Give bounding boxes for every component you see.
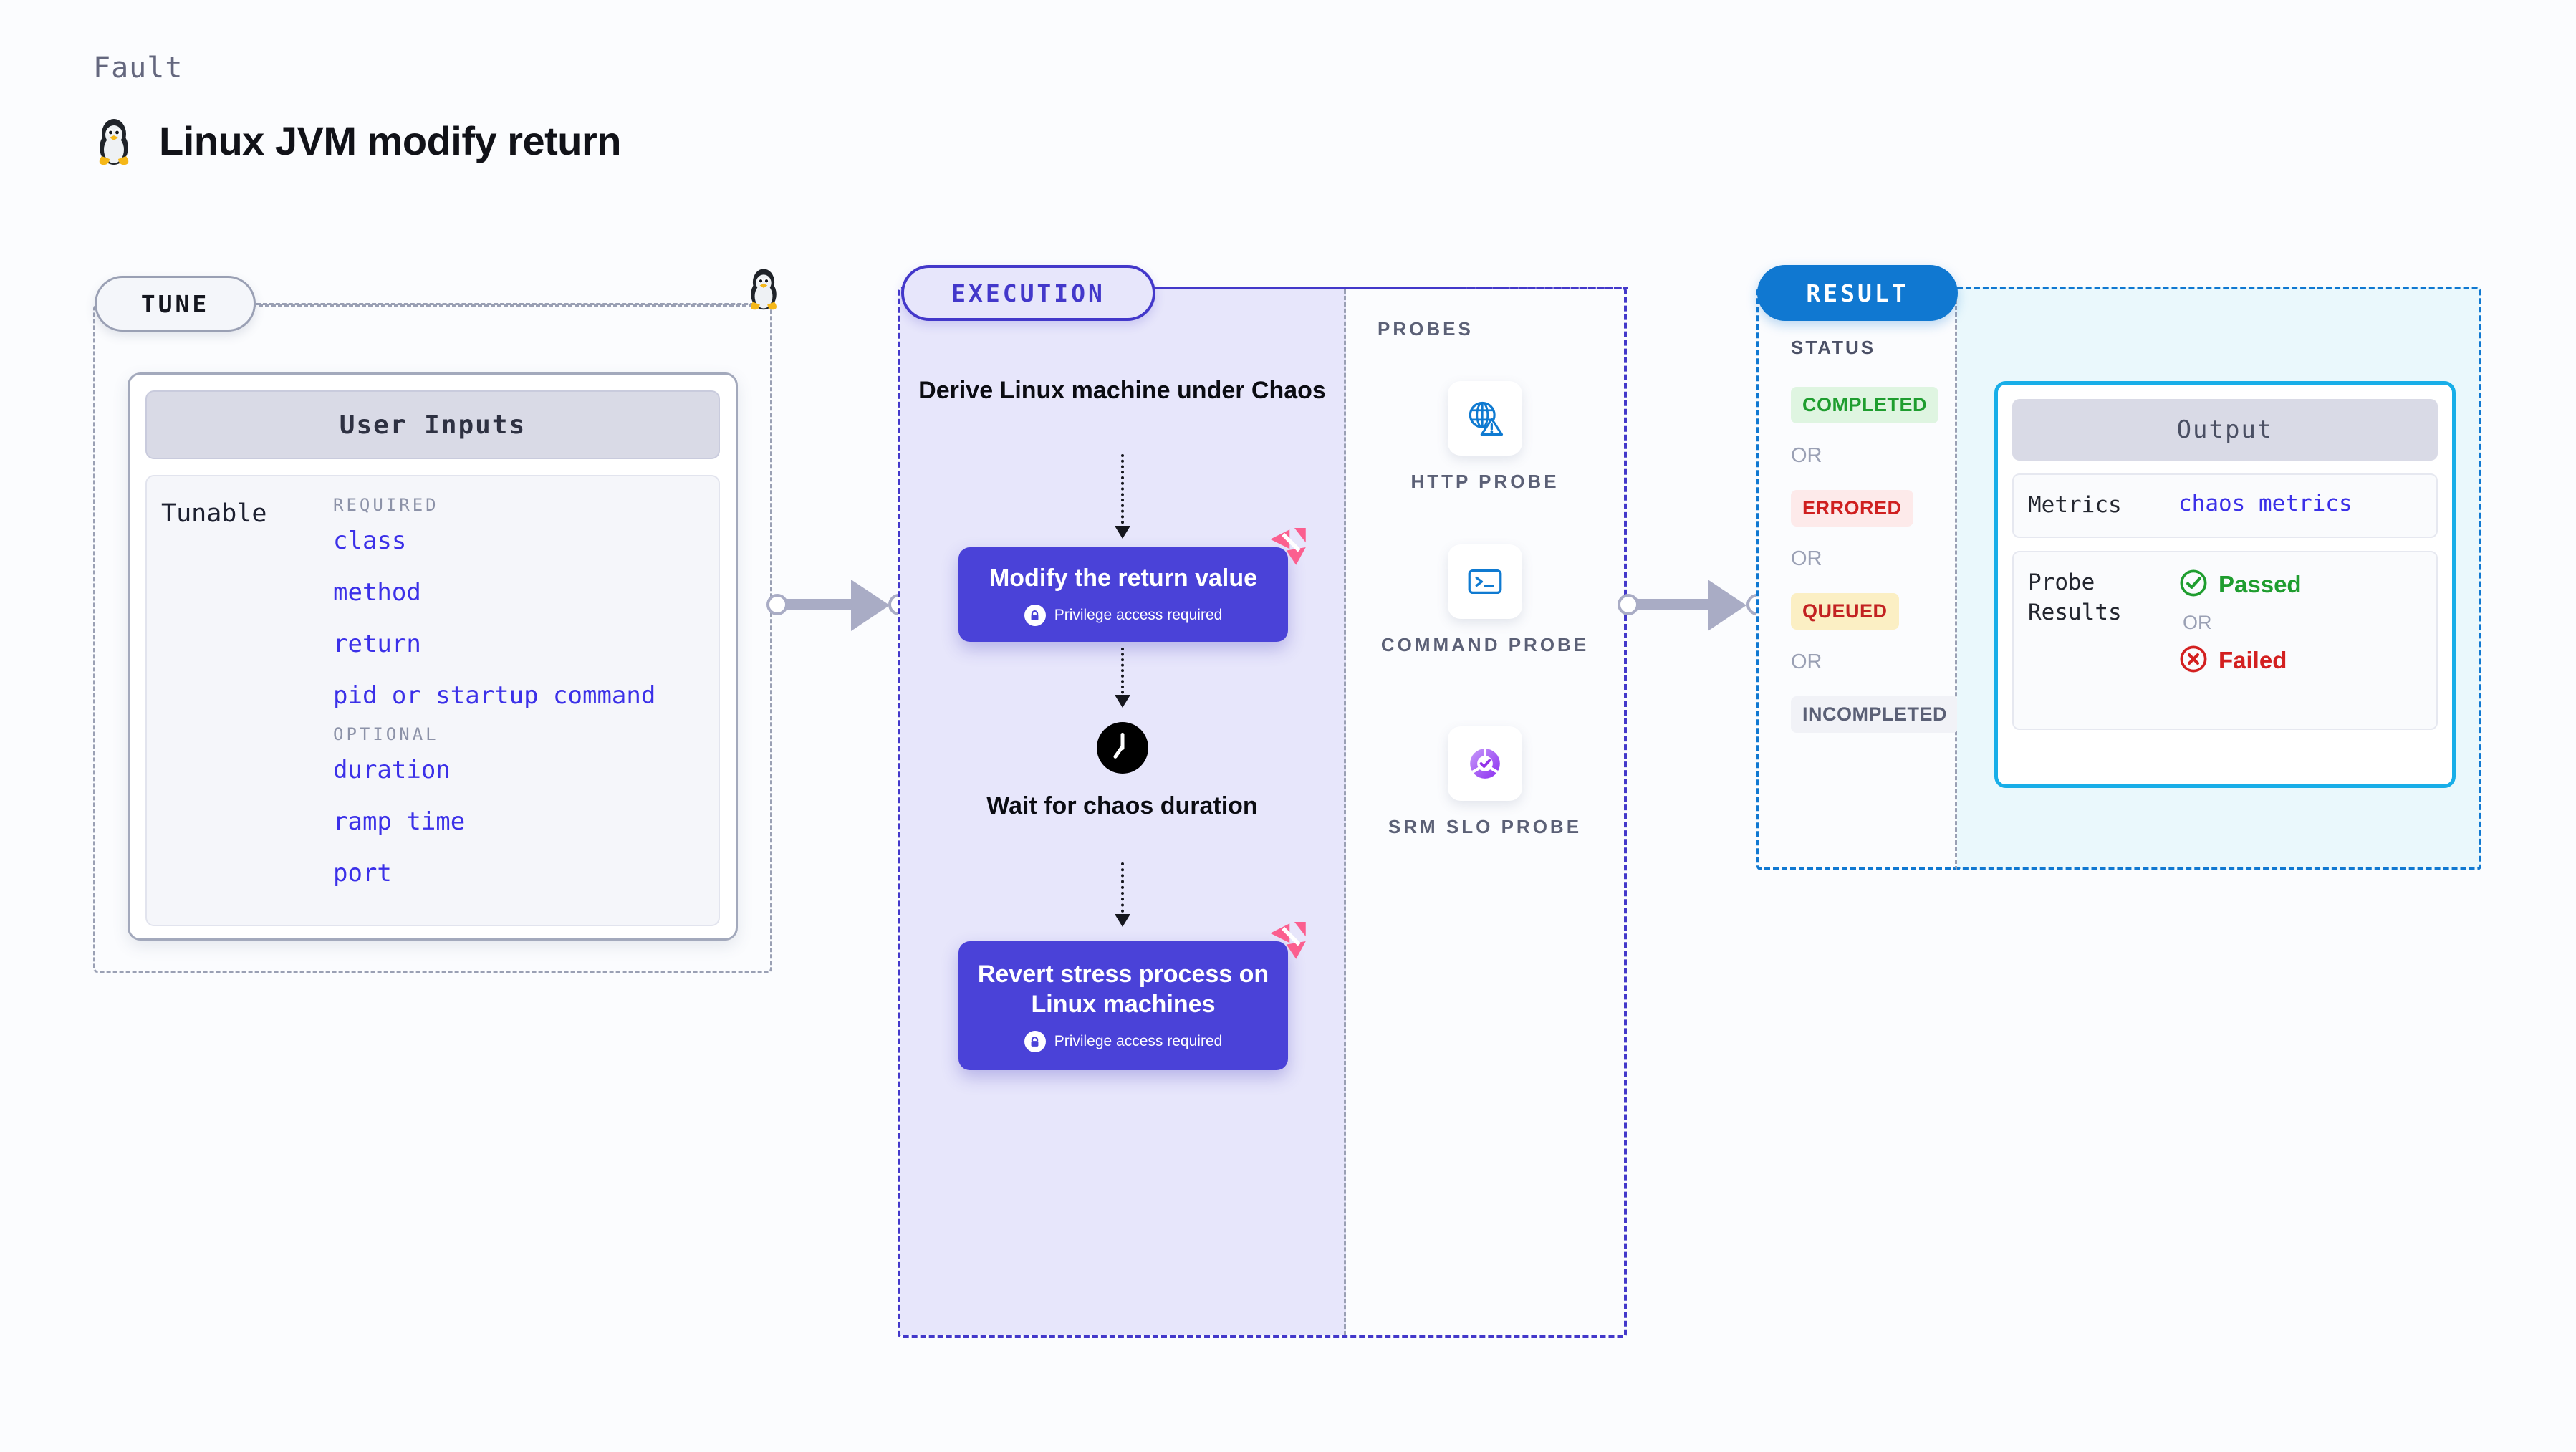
fault-kicker: Fault xyxy=(93,52,183,85)
privilege-text: Privilege access required xyxy=(1054,607,1223,624)
status-or-3: OR xyxy=(1791,650,1822,673)
flow-line-1 xyxy=(1120,454,1124,529)
slo-check-icon xyxy=(1448,726,1522,801)
probe-result-passed: Passed xyxy=(2178,568,2302,602)
result-pill[interactable]: RESULT xyxy=(1757,265,1958,321)
probes-title: PROBES xyxy=(1378,318,1474,340)
output-card: Output Metrics chaos metrics Probe Resul… xyxy=(1994,381,2456,788)
privilege-row-2: Privilege access required xyxy=(1024,1031,1223,1053)
user-inputs-card: User Inputs Tunable REQUIRED class metho… xyxy=(128,372,738,941)
output-title: Output xyxy=(2012,399,2438,461)
privilege-text: Privilege access required xyxy=(1054,1033,1223,1050)
status-badge-completed: COMPLETED xyxy=(1791,387,1939,423)
required-group-title: REQUIRED xyxy=(333,495,439,515)
status-or-2: OR xyxy=(1791,547,1822,570)
execution-top-dash xyxy=(1155,287,1628,289)
tunable-item-method[interactable]: method xyxy=(333,578,421,607)
action-modify-return-value-label: Modify the return value xyxy=(989,564,1258,592)
output-column: Output Metrics chaos metrics Probe Resul… xyxy=(1957,287,2481,870)
page-title-text: Linux JVM modify return xyxy=(159,117,622,163)
execution-probes-panel: Derive Linux machine under Chaos Modify … xyxy=(898,287,1627,1338)
connector-tune-to-execution xyxy=(766,580,910,631)
tune-pill[interactable]: TUNE xyxy=(95,276,256,332)
action-modify-return-value[interactable]: Modify the return value Privilege access… xyxy=(958,528,1306,642)
action-revert-stress-process[interactable]: Revert stress process on Linux machines … xyxy=(958,922,1306,1070)
litmus-chaos-icon xyxy=(1262,915,1314,971)
probe-command-label: COMMAND PROBE xyxy=(1380,634,1590,655)
probe-http[interactable]: HTTP PROBE xyxy=(1346,381,1624,496)
flow-line-3 xyxy=(1120,862,1124,918)
privilege-row: Privilege access required xyxy=(1024,605,1223,627)
tunable-list: REQUIRED class method return pid or star… xyxy=(333,495,704,910)
output-row-probe-results: Probe Results Passed OR xyxy=(2012,550,2438,730)
tunable-item-ramp-time[interactable]: ramp time xyxy=(333,807,466,836)
result-panel: STATUS COMPLETED OR ERRORED OR QUEUED OR… xyxy=(1756,287,2481,870)
probe-results-value: Passed OR Failed xyxy=(2178,568,2302,713)
flow-line-2 xyxy=(1120,648,1124,699)
globe-warning-icon xyxy=(1448,381,1522,456)
status-badge-errored: ERRORED xyxy=(1791,490,1913,527)
step-derive-linux-machine: Derive Linux machine under Chaos xyxy=(918,377,1326,404)
check-circle-icon xyxy=(2178,568,2209,602)
x-circle-icon xyxy=(2178,644,2209,678)
probe-srm-slo[interactable]: SRM SLO PROBE xyxy=(1346,726,1624,841)
optional-group-title: OPTIONAL xyxy=(333,724,439,744)
status-title: STATUS xyxy=(1791,337,1876,358)
execution-pill[interactable]: EXECUTION xyxy=(901,265,1155,321)
probe-http-label: HTTP PROBE xyxy=(1410,471,1559,492)
litmus-chaos-icon xyxy=(1262,521,1314,577)
action-revert-stress-process-label: Revert stress process on Linux machines xyxy=(977,960,1269,1018)
user-inputs-title: User Inputs xyxy=(145,390,720,459)
metrics-key: Metrics xyxy=(2028,492,2122,518)
tunable-item-return[interactable]: return xyxy=(333,630,421,658)
step-wait-for-chaos-duration: Wait for chaos duration xyxy=(986,792,1258,819)
tunable-item-pid-or-startup-command[interactable]: pid or startup command xyxy=(333,681,656,710)
page-title: Linux JVM modify return xyxy=(93,115,622,166)
tunable-label: Tunable xyxy=(161,499,267,528)
tunable-item-port[interactable]: port xyxy=(333,859,392,888)
tunable-item-class[interactable]: class xyxy=(333,527,407,555)
probe-command[interactable]: COMMAND PROBE xyxy=(1346,544,1624,659)
flow-arrow-2 xyxy=(1114,695,1130,708)
probe-result-failed: Failed xyxy=(2178,644,2302,678)
tunable-item-duration[interactable]: duration xyxy=(333,756,451,784)
execution-column: Derive Linux machine under Chaos Modify … xyxy=(900,289,1346,1335)
probes-column: PROBES HTTP PROBE xyxy=(1346,289,1624,1335)
lock-icon xyxy=(1024,1031,1046,1053)
probe-srm-slo-label: SRM SLO PROBE xyxy=(1388,816,1582,837)
passed-label: Passed xyxy=(2219,571,2302,598)
metrics-value[interactable]: chaos metrics xyxy=(2178,491,2352,516)
failed-label: Failed xyxy=(2219,647,2287,674)
status-badge-incompleted: INCOMPLETED xyxy=(1791,696,1959,733)
connector-execution-to-result xyxy=(1618,580,1768,631)
probe-result-or: OR xyxy=(2183,611,2212,633)
probe-results-key: Probe Results xyxy=(2028,569,2122,625)
clock-icon xyxy=(1096,722,1148,774)
output-row-metrics: Metrics chaos metrics xyxy=(2012,473,2438,538)
status-badge-queued: QUEUED xyxy=(1791,593,1899,630)
status-or-1: OR xyxy=(1791,444,1822,467)
tune-penguin-icon xyxy=(745,265,782,314)
flow-arrow-1 xyxy=(1114,526,1130,539)
tune-top-dash xyxy=(256,303,774,305)
tunable-box: Tunable REQUIRED class method return pid… xyxy=(145,475,720,926)
lock-icon xyxy=(1024,605,1046,627)
status-column: STATUS COMPLETED OR ERRORED OR QUEUED OR… xyxy=(1756,287,1959,870)
linux-penguin-icon xyxy=(93,115,135,166)
terminal-icon xyxy=(1448,544,1522,619)
flow-arrow-3 xyxy=(1114,914,1130,927)
